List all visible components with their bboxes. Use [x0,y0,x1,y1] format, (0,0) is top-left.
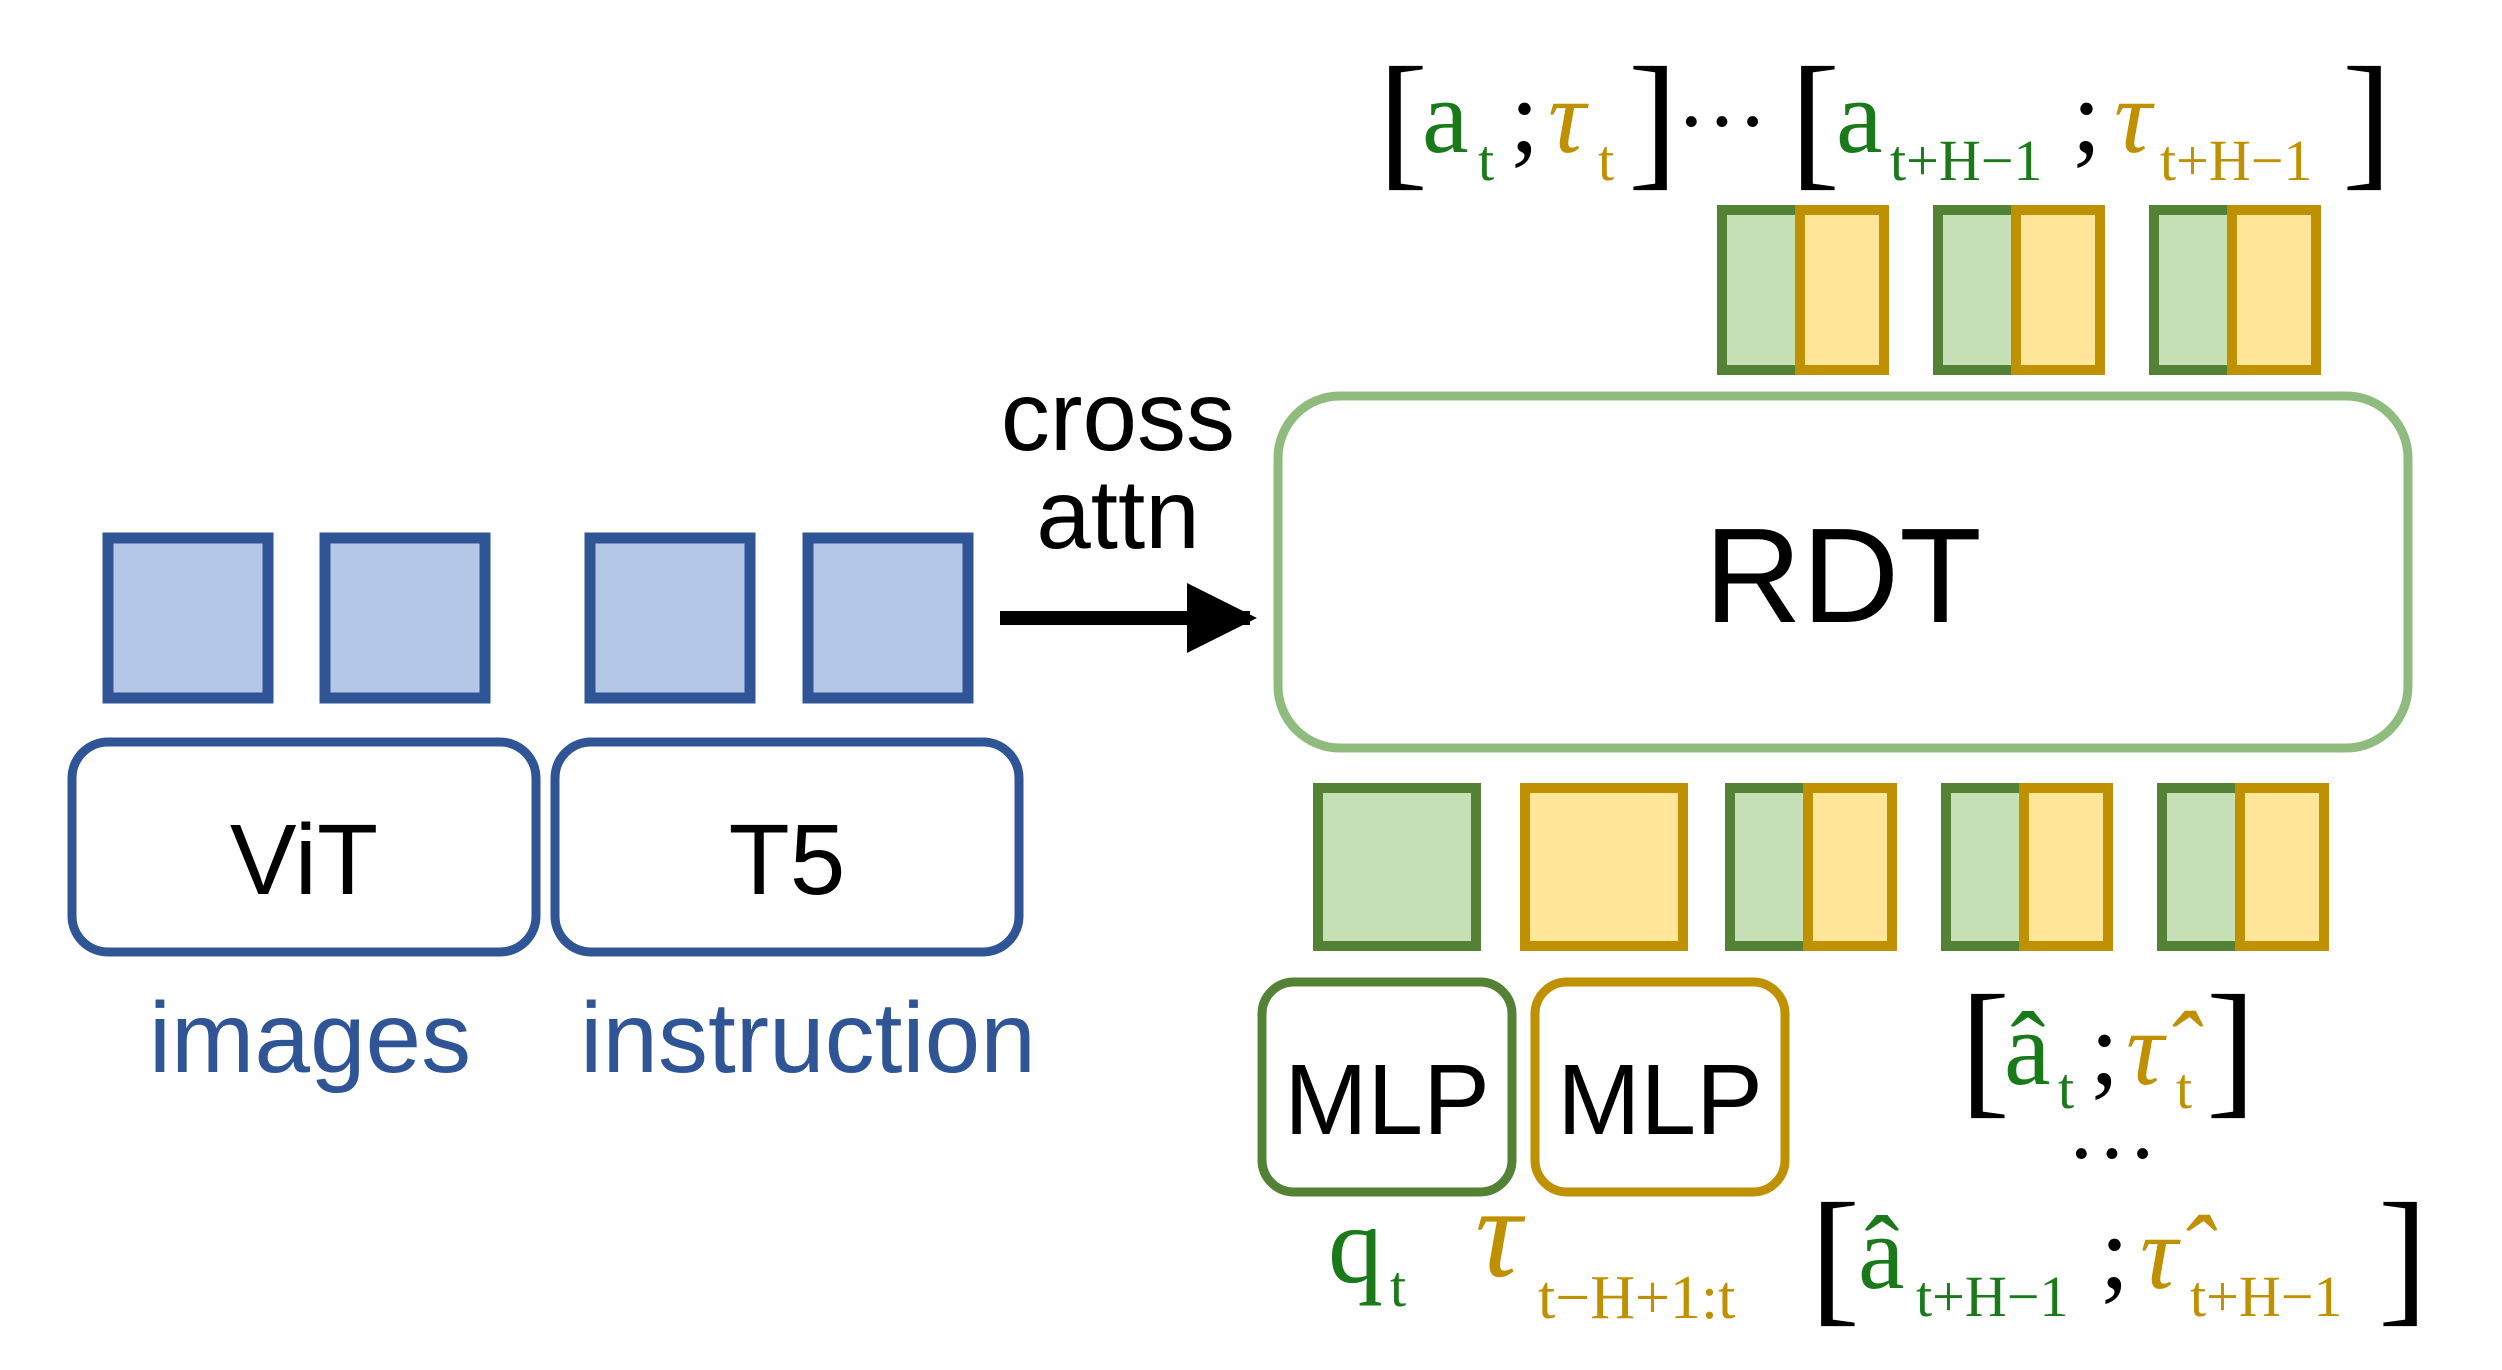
output-a-sub: t [1478,128,1494,193]
output-sep-2: ; [2072,58,2101,175]
noisy-first-open: [ [1960,965,2010,1131]
output-open-bracket: [ [1378,37,1428,203]
input-tokens [1313,783,2329,951]
noisy-action-token-2 [1941,783,2113,951]
output-close-bracket: ] [1628,37,1678,203]
noisy-last-tau-sub: t+H−1 [2190,1264,2342,1329]
vit-label: ViT [230,804,378,916]
noisy-action-token-1 [1725,783,1897,951]
tau-hist-label: τ [1475,1161,1526,1305]
q-sub: t [1390,1254,1406,1319]
output-tau: τ [1548,58,1589,175]
rdt-label: RDT [1704,500,1981,651]
output-a2: a [1836,58,1883,175]
output-tau2-sub: t+H−1 [2160,128,2312,193]
output-tokens [1717,205,2321,375]
mlp-box-proprio [1257,977,1517,1197]
output-open-bracket-2: [ [1790,37,1840,203]
mlp-label-freq: MLP [1557,1044,1763,1156]
output-action-label: [ a t ; τ t ] ··· [ a t+H−1 ; τ t+H−1 ] [1378,37,2392,203]
t5-box [550,737,1024,957]
cross-label: cross [1001,361,1235,471]
output-token-3 [2149,205,2321,375]
output-token-1 [1717,205,1889,375]
proprio-token [1313,783,1481,951]
instruction-token-2 [802,532,974,704]
tau-hist-sub: t−H+1:t [1538,1264,1735,1332]
noisy-action-token-3 [2157,783,2329,951]
instruction-caption: instruction [580,982,1036,1094]
output-tau-sub: t [1598,128,1614,193]
attn-label: attn [1036,459,1199,569]
noisy-first-sep: ; [2090,990,2119,1107]
output-sep: ; [1510,58,1539,175]
noisy-last-a: â [1858,1194,1905,1311]
t5-label: T5 [729,804,846,916]
noisy-ellipsis: ··· [2066,1102,2158,1204]
output-tau2: τ [2114,58,2155,175]
noisy-last-label: [ â t+H−1 ; τ̂ t+H−1 ] [1810,1173,2428,1339]
control-freq-token [1520,783,1688,951]
noisy-first-a-sub: t [2058,1056,2074,1121]
encoder-tokens [102,532,974,704]
mlp-box-freq [1530,977,1790,1197]
image-token-2 [319,532,491,704]
noisy-last-close: ] [2378,1173,2428,1339]
output-ellipsis: ··· [1676,70,1768,172]
rdt-box [1273,391,2413,753]
images-caption: images [149,982,471,1094]
noisy-first-a: â [2004,990,2051,1107]
output-a: a [1422,58,1469,175]
noisy-first-tau-sub: t [2176,1056,2192,1121]
noisy-last-sep: ; [2100,1194,2129,1311]
output-close-bracket-2: ] [2342,37,2392,203]
q-label: q [1328,1184,1383,1306]
noisy-last-open: [ [1810,1173,1860,1339]
vit-box [67,737,541,957]
output-token-2 [1933,205,2105,375]
image-token-1 [102,532,274,704]
noisy-first-close: ] [2206,965,2256,1131]
instruction-token-1 [584,532,756,704]
noisy-last-a-sub: t+H−1 [1916,1264,2068,1329]
output-a2-sub: t+H−1 [1890,128,2042,193]
mlp-label-proprio: MLP [1284,1044,1490,1156]
